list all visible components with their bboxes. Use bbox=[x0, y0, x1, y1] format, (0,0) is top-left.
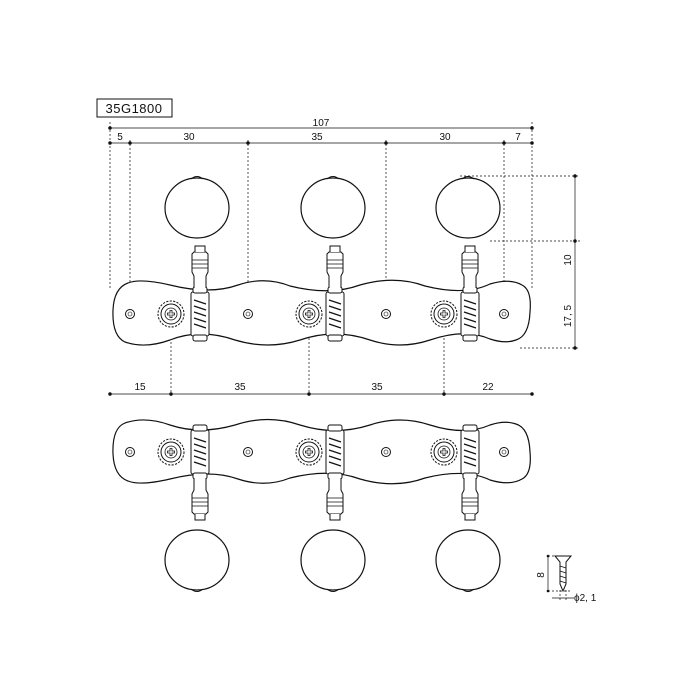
model-label: 35G1800 bbox=[106, 101, 163, 116]
dim-top-1: 5 bbox=[117, 132, 123, 143]
screw-diameter: ϕ2, 1 bbox=[574, 593, 597, 604]
tuner-knob bbox=[300, 175, 366, 239]
bottom-dimension-lines bbox=[108, 330, 534, 398]
tuner-knob bbox=[435, 175, 501, 239]
dim-right-lower: 17, 5 bbox=[563, 304, 574, 327]
dim-bottom-1: 15 bbox=[134, 382, 146, 393]
tuner-knob bbox=[164, 175, 230, 239]
dim-bottom-4: 22 bbox=[482, 382, 494, 393]
dim-top-2: 30 bbox=[183, 132, 195, 143]
dim-right-upper: 10 bbox=[563, 254, 574, 266]
dim-bottom-3: 35 bbox=[371, 382, 383, 393]
right-dimension-lines bbox=[460, 174, 580, 350]
top-dimension-lines bbox=[108, 122, 534, 296]
dim-overall: 107 bbox=[313, 118, 330, 129]
screw-icon bbox=[546, 554, 574, 602]
tuner-top-view bbox=[112, 175, 531, 346]
dim-top-5: 7 bbox=[515, 132, 521, 143]
tuner-bottom-view bbox=[112, 418, 531, 593]
model-label-box bbox=[96, 98, 173, 118]
screw-length: 8 bbox=[536, 572, 547, 578]
dim-bottom-2: 35 bbox=[234, 382, 246, 393]
dim-top-3: 35 bbox=[311, 132, 323, 143]
dim-top-4: 30 bbox=[439, 132, 451, 143]
